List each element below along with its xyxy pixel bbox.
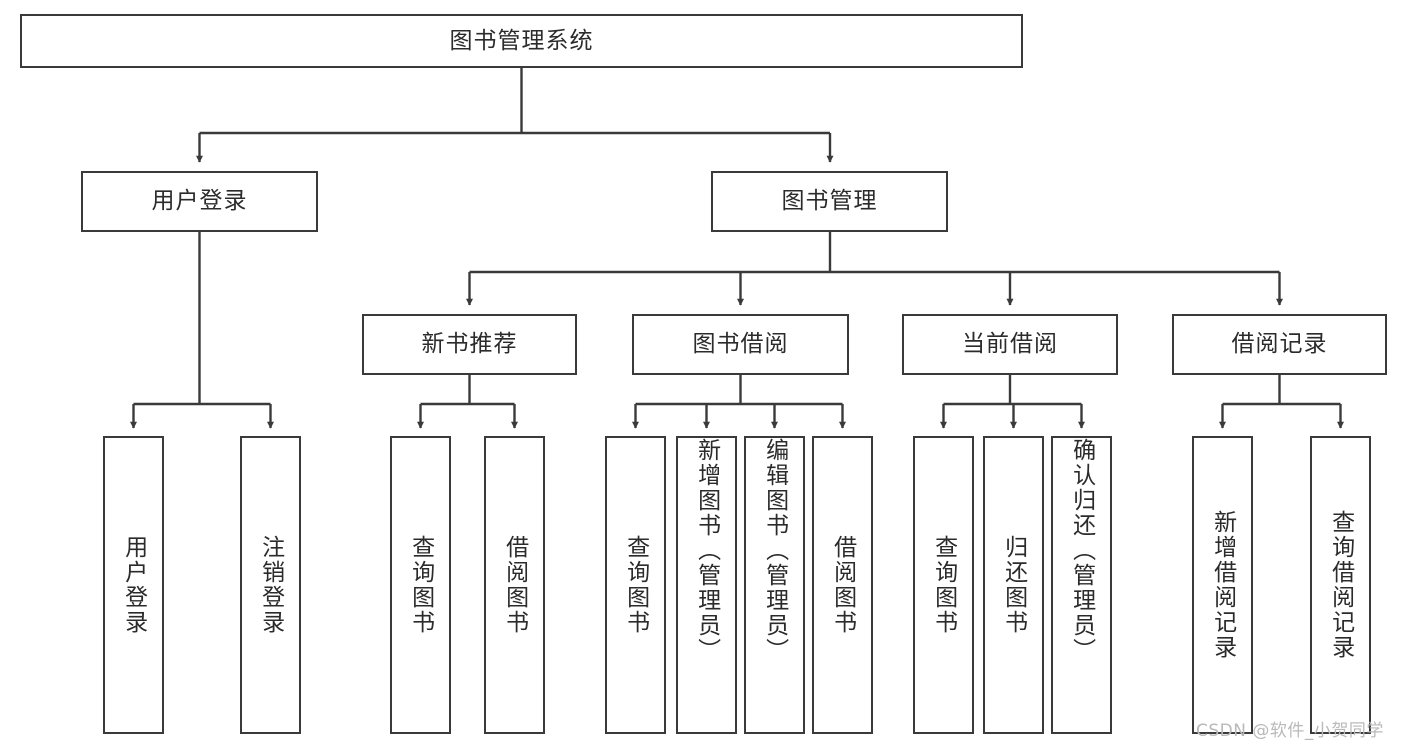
node-leaf-user-logout[interactable]: 注销登录: [240, 436, 301, 734]
node-leaf-query-book-1-label: 查询图书: [407, 535, 434, 635]
csdn-watermark: CSDN @软件_小贺同学: [1196, 721, 1384, 741]
node-book-manage[interactable]: 图书管理: [711, 171, 948, 232]
node-book-manage-label: 图书管理: [781, 188, 878, 215]
node-leaf-query-book-3-label: 查询图书: [930, 535, 957, 635]
node-leaf-query-record-label: 查询借阅记录: [1327, 510, 1354, 660]
node-book-borrow[interactable]: 图书借阅: [632, 314, 849, 375]
node-borrow-record-label: 借阅记录: [1231, 331, 1328, 358]
node-leaf-borrow-book-1-label: 借阅图书: [501, 535, 528, 635]
node-leaf-edit-book-label: 编辑图书（管理员）: [761, 438, 788, 663]
node-new-book-recommend-label: 新书推荐: [421, 331, 518, 358]
node-leaf-borrow-book-1[interactable]: 借阅图书: [484, 436, 545, 734]
node-leaf-query-book-3[interactable]: 查询图书: [913, 436, 974, 734]
node-leaf-edit-book[interactable]: 编辑图书（管理员）: [744, 436, 805, 734]
node-user-login-label: 用户登录: [151, 188, 248, 215]
node-user-login[interactable]: 用户登录: [81, 171, 318, 232]
node-leaf-add-record-label: 新增借阅记录: [1209, 510, 1236, 660]
node-leaf-add-record[interactable]: 新增借阅记录: [1192, 436, 1253, 734]
node-current-borrow[interactable]: 当前借阅: [902, 314, 1118, 375]
node-leaf-query-book-2[interactable]: 查询图书: [605, 436, 666, 734]
node-borrow-record[interactable]: 借阅记录: [1172, 314, 1387, 375]
node-book-borrow-label: 图书借阅: [692, 331, 789, 358]
node-current-borrow-label: 当前借阅: [962, 331, 1058, 358]
node-leaf-query-record[interactable]: 查询借阅记录: [1310, 436, 1371, 734]
node-leaf-user-logout-label: 注销登录: [257, 535, 284, 635]
node-root[interactable]: 图书管理系统: [20, 14, 1023, 68]
node-leaf-return-book-label: 归还图书: [1000, 535, 1027, 635]
node-root-label: 图书管理系统: [449, 27, 594, 54]
node-leaf-user-login-label: 用户登录: [120, 535, 147, 635]
node-leaf-confirm-return-label: 确认归还（管理员）: [1068, 438, 1095, 663]
node-leaf-query-book-1[interactable]: 查询图书: [390, 436, 451, 734]
node-leaf-add-book[interactable]: 新增图书（管理员）: [676, 436, 737, 734]
node-leaf-user-login[interactable]: 用户登录: [103, 436, 164, 734]
node-leaf-confirm-return[interactable]: 确认归还（管理员）: [1051, 436, 1112, 734]
node-new-book-recommend[interactable]: 新书推荐: [362, 314, 577, 375]
node-leaf-add-book-label: 新增图书（管理员）: [693, 438, 720, 663]
node-leaf-borrow-book-2-label: 借阅图书: [829, 535, 856, 635]
node-leaf-borrow-book-2[interactable]: 借阅图书: [812, 436, 873, 734]
node-leaf-return-book[interactable]: 归还图书: [983, 436, 1044, 734]
node-leaf-query-book-2-label: 查询图书: [622, 535, 649, 635]
